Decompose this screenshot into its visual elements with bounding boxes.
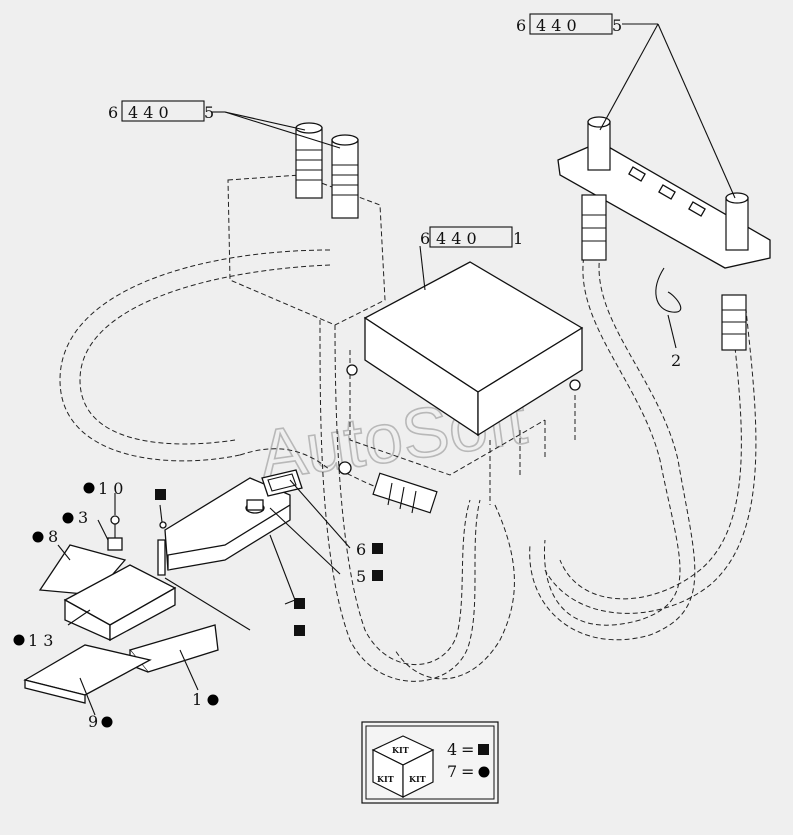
- ref-prefix: 6: [516, 16, 526, 35]
- square-marker: [372, 570, 383, 581]
- dot-marker: [101, 716, 113, 728]
- label-part-9: 9: [88, 712, 98, 731]
- dot-marker: [83, 482, 95, 494]
- square-marker: [294, 625, 305, 636]
- label-part-13: 1 3: [28, 631, 53, 650]
- kit-cube-icon: KIT KIT KIT: [371, 735, 435, 798]
- ref-box-center: 6 4 4 0 1: [420, 226, 523, 248]
- kit-text: KIT: [409, 774, 426, 784]
- dot-marker: [478, 766, 490, 778]
- dot-marker: [207, 694, 219, 706]
- square-marker: [155, 489, 166, 500]
- legend-eq: =: [461, 762, 474, 781]
- square-marker: [478, 744, 489, 755]
- label-part-10: 1 0: [98, 479, 123, 498]
- label-part-3: 3: [78, 508, 88, 527]
- kit-text: KIT: [392, 745, 409, 755]
- ref-suffix: 5: [612, 16, 622, 35]
- ref-suffix: 1: [513, 229, 523, 248]
- control-block: [346, 261, 584, 476]
- legend-num-4: 4: [447, 740, 457, 759]
- ref-suffix: 5: [204, 103, 214, 122]
- dot-marker: [62, 512, 74, 524]
- square-marker: [372, 543, 383, 554]
- legend-eq: =: [461, 740, 474, 759]
- legend-num-7: 7: [447, 762, 457, 781]
- ref-prefix: 6: [108, 103, 118, 122]
- label-part-1: 1: [192, 690, 202, 709]
- dot-marker: [32, 531, 44, 543]
- kit-text: KIT: [377, 774, 394, 784]
- ref-box-top-right: 6 4 4 0 5: [516, 13, 622, 35]
- label-part-5: 5: [356, 567, 366, 586]
- square-marker: [294, 598, 305, 609]
- part-labels: 2 1 0 3 8 6 5 1 3 1 9: [13, 351, 681, 731]
- leader-lines: [57, 23, 736, 716]
- label-part-2: 2: [671, 351, 681, 370]
- hidden-hoses: [59, 174, 757, 682]
- label-part-6: 6: [356, 540, 366, 559]
- left-tank-fittings: [295, 122, 359, 219]
- ref-box-left: 6 4 4 0 5: [108, 100, 214, 122]
- ref-prefix: 6: [420, 229, 430, 248]
- ref-code: 4 4 0: [536, 16, 577, 35]
- right-bracket: [557, 116, 771, 351]
- ref-code: 4 4 0: [128, 103, 169, 122]
- cable-tie: [655, 267, 682, 349]
- ref-code: 4 4 0: [436, 229, 477, 248]
- label-part-8: 8: [48, 527, 58, 546]
- lower-hose-fitting: [338, 461, 438, 514]
- pedal-assembly: [23, 469, 303, 704]
- kit-legend: KIT KIT KIT 4 = 7 =: [361, 721, 499, 804]
- dot-marker: [13, 634, 25, 646]
